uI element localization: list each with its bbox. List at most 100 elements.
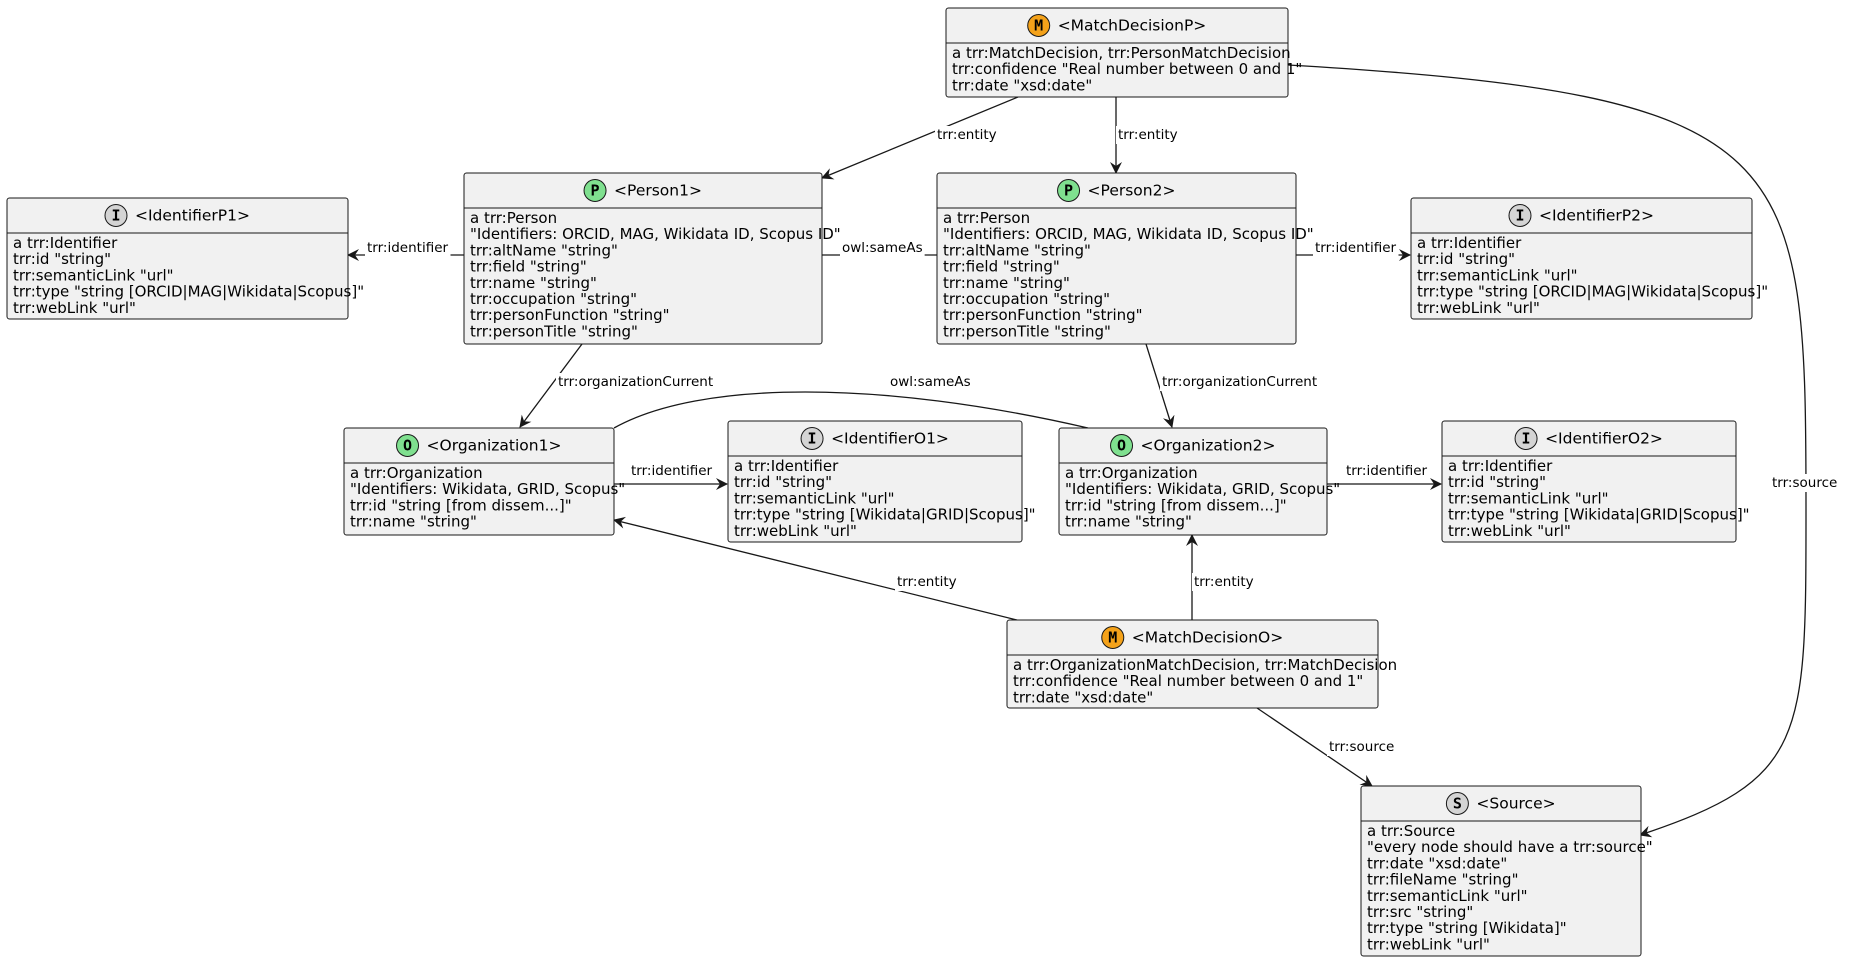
node-attribute: a trr:OrganizationMatchDecision, trr:Mat… xyxy=(1013,656,1397,674)
node-attribute: trr:webLink "url" xyxy=(1417,299,1540,317)
edge-label-person2-idp2: trr:identifier xyxy=(1315,240,1397,256)
node-attribute: "Identifiers: Wikidata, GRID, Scopus" xyxy=(1065,480,1340,498)
node-attribute: trr:name "string" xyxy=(350,513,477,531)
node-attribute: trr:src "string" xyxy=(1367,903,1473,921)
edge-label-org2-ido2: trr:identifier xyxy=(1346,463,1428,479)
node-attribute: trr:personFunction "string" xyxy=(470,306,670,324)
node-title: <IdentifierP1> xyxy=(135,207,250,225)
o-badge-icon: O xyxy=(1110,434,1134,457)
node-box xyxy=(1410,197,1753,320)
node-attribute: trr:confidence "Real number between 0 an… xyxy=(1013,672,1363,690)
svg-text:P: P xyxy=(1064,182,1073,200)
node-attribute: trr:id "string" xyxy=(1448,473,1546,491)
node-title: <MatchDecisionO> xyxy=(1132,629,1283,647)
node-attribute: trr:altName "string" xyxy=(943,241,1091,259)
node-title: <Organization2> xyxy=(1141,437,1276,455)
node-attribute: trr:name "string" xyxy=(1065,513,1192,531)
edge-label-mdp-person2: trr:entity xyxy=(1118,127,1178,143)
s-badge-icon: S xyxy=(1445,792,1469,815)
node-attribute: trr:field "string" xyxy=(470,258,587,276)
node-match-decision-p[interactable]: M<MatchDecisionP>a trr:MatchDecision, tr… xyxy=(945,7,1302,98)
node-attribute: trr:type "string [Wikidata|GRID|Scopus]" xyxy=(1448,506,1750,524)
node-box xyxy=(1006,619,1379,709)
node-attribute: trr:id "string" xyxy=(13,250,111,268)
node-title: <Person2> xyxy=(1088,182,1176,200)
edge-mdp-person1 xyxy=(821,96,1019,180)
svg-text:I: I xyxy=(1522,430,1531,448)
node-attribute: "Identifiers: Wikidata, GRID, Scopus" xyxy=(350,480,625,498)
node-attribute: trr:field "string" xyxy=(943,258,1060,276)
node-attribute: trr:type "string [Wikidata|GRID|Scopus]" xyxy=(734,506,1036,524)
edge-label-bg xyxy=(556,373,716,391)
node-attribute: a trr:Person xyxy=(470,209,557,227)
node-attribute: trr:name "string" xyxy=(943,274,1070,292)
node-organization1[interactable]: O<Organization1>a trr:Organization"Ident… xyxy=(343,427,625,536)
m-badge-icon: M xyxy=(1027,14,1051,37)
node-attribute: trr:fileName "string" xyxy=(1367,871,1518,889)
edge-label-person2-org2: trr:organizationCurrent xyxy=(1162,374,1317,390)
p-badge-icon: P xyxy=(1057,179,1081,202)
node-box xyxy=(1441,420,1737,543)
node-attribute: trr:id "string" xyxy=(1417,250,1515,268)
svg-text:I: I xyxy=(808,430,817,448)
edge-label-person1-idp1: trr:identifier xyxy=(367,240,449,256)
node-attribute: trr:name "string" xyxy=(470,274,597,292)
node-title: <IdentifierO1> xyxy=(831,430,949,448)
svg-text:I: I xyxy=(111,207,120,225)
edge-label-mdp-source: trr:source xyxy=(1772,475,1837,491)
m-badge-icon: M xyxy=(1101,626,1125,649)
svg-text:S: S xyxy=(1453,795,1462,813)
edge-label-bg xyxy=(840,239,925,257)
edge-label-org1-org2: owl:sameAs xyxy=(890,374,971,390)
edge-label-bg xyxy=(629,462,715,480)
node-attribute: trr:occupation "string" xyxy=(943,290,1110,308)
node-attribute: trr:type "string [ORCID|MAG|Wikidata|Sco… xyxy=(1417,283,1768,301)
node-attribute: trr:occupation "string" xyxy=(470,290,637,308)
i-badge-icon: I xyxy=(1508,204,1532,227)
node-box xyxy=(1360,785,1642,957)
node-attribute: trr:semanticLink "url" xyxy=(734,489,895,507)
edge-mdo-source xyxy=(1256,707,1373,787)
edge-person1-org1 xyxy=(519,343,583,428)
edge-labels: trr:entity trr:entity trr:source trr:ide… xyxy=(365,126,1840,756)
edge-mdp-source xyxy=(1287,64,1807,838)
edge-label-bg xyxy=(1344,462,1430,480)
edge-label-person1-org1: trr:organizationCurrent xyxy=(558,374,713,390)
p-badge-icon: P xyxy=(583,179,607,202)
node-source[interactable]: S <Source> a trr:Source"every node should … xyxy=(1360,785,1653,957)
node-attribute: trr:personTitle "string" xyxy=(943,322,1111,340)
node-attribute: trr:altName "string" xyxy=(470,241,618,259)
svg-text:M: M xyxy=(1034,17,1043,35)
node-attribute: trr:semanticLink "url" xyxy=(1448,489,1609,507)
edge-label-mdo-org1: trr:entity xyxy=(897,574,957,590)
edge-label-mdo-org2: trr:entity xyxy=(1194,574,1254,590)
node-attribute: trr:id "string [from dissem...]" xyxy=(1065,496,1287,514)
edge-label-mdo-source: trr:source xyxy=(1329,739,1394,755)
node-match-decision-o[interactable]: M <MatchDecisionO> a trr:OrganizationMatch… xyxy=(1006,619,1397,709)
node-attribute: trr:webLink "url" xyxy=(1367,935,1490,953)
node-organization2[interactable]: O<Organization2>a trr:Organization"Ident… xyxy=(1058,427,1340,536)
node-person2[interactable]: P<Person2>a trr:Person"Identifiers: ORCI… xyxy=(936,172,1314,345)
edge-label-bg xyxy=(365,239,451,257)
node-title: <IdentifierP2> xyxy=(1539,207,1654,225)
edge-label-bg xyxy=(895,573,959,591)
edge-label-bg xyxy=(1160,373,1320,391)
node-attribute: a trr:Identifier xyxy=(1448,457,1553,475)
node-attribute: a trr:Source xyxy=(1367,822,1455,840)
node-attribute: trr:date "xsd:date" xyxy=(952,76,1092,94)
node-person1[interactable]: P<Person1>a trr:Person"Identifiers: ORCI… xyxy=(463,172,841,345)
node-attribute: "every node should have a trr:source" xyxy=(1367,838,1653,856)
edge-label-org1-ido1: trr:identifier xyxy=(631,463,713,479)
svg-text:O: O xyxy=(403,437,412,455)
svg-text:I: I xyxy=(1515,207,1524,225)
edge-label-bg xyxy=(888,373,973,391)
node-title: <Source> xyxy=(1476,795,1555,813)
node-title: <Organization1> xyxy=(427,437,562,455)
svg-text:P: P xyxy=(591,182,600,200)
node-attribute: trr:semanticLink "url" xyxy=(1417,266,1578,284)
